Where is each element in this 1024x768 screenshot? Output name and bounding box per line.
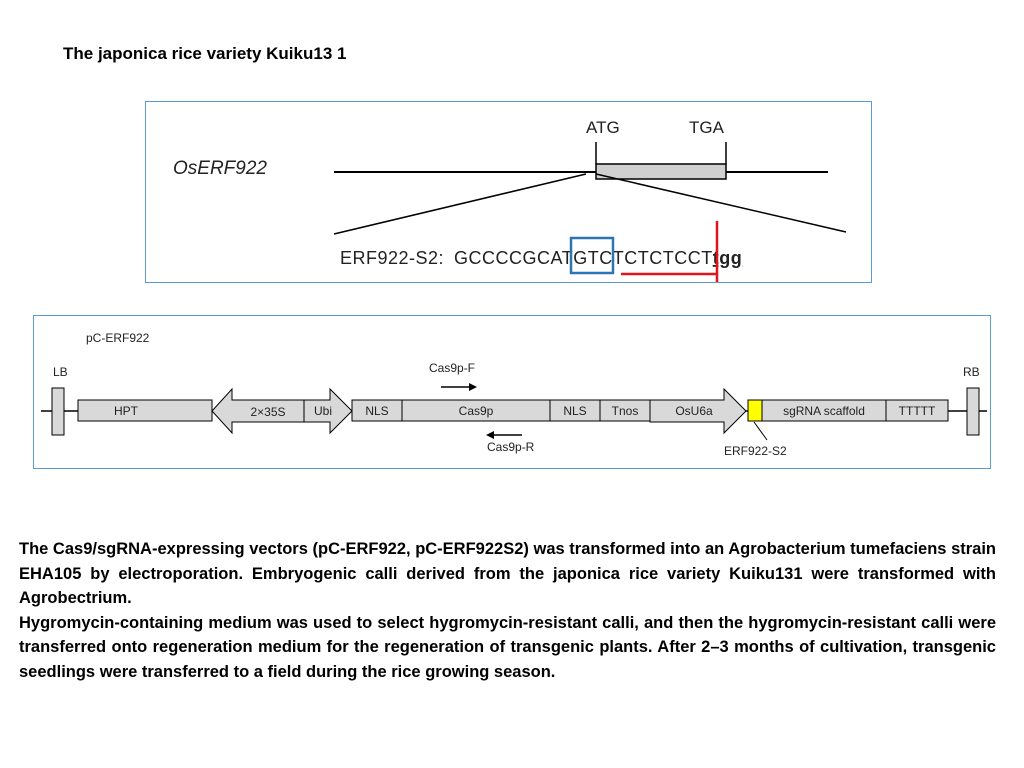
osu6a-promoter-arrow <box>649 387 747 435</box>
page-title: The japonica rice variety Kuiku13 1 <box>63 44 347 63</box>
seq-pam: tgg <box>713 248 742 268</box>
cas9-label: Cas9p <box>459 404 494 418</box>
start-codon-highlight-box <box>569 236 615 275</box>
gene-name-label: OsERF922 <box>173 158 267 179</box>
osu6a-label: OsU6a <box>675 404 713 418</box>
ttttt-label: TTTTT <box>899 404 936 418</box>
primer-f-label: Cas9p-F <box>429 361 475 375</box>
stop-codon-label: TGA <box>689 118 725 137</box>
primer-f-arrow-head <box>469 383 477 391</box>
target-pointer-line <box>753 421 768 441</box>
start-codon-label: ATG <box>586 118 620 137</box>
nls-label-2: NLS <box>563 404 586 418</box>
zoom-line-right <box>595 173 847 233</box>
target-label: ERF922-S2 <box>724 444 787 458</box>
vector-map-panel: pC-ERF922 LB RB HPT 2×35S Ubi NLS Cas9p … <box>33 315 991 469</box>
description-text: The Cas9/sgRNA-expressing vectors (pC-ER… <box>19 537 996 684</box>
rb-label: RB <box>963 365 980 379</box>
ubi-promoter-arrow <box>303 387 353 435</box>
seq-mid: TCTCTCT <box>588 248 674 268</box>
seq-cc: CCT <box>674 248 713 268</box>
target-site-element <box>747 399 763 422</box>
primer-r-arrow-head <box>486 431 494 439</box>
seq-prefix: GCCCCGC <box>454 248 551 268</box>
nls-label-1: NLS <box>365 404 388 418</box>
scaffold-label: sgRNA scaffold <box>783 404 865 418</box>
target-sequence: ERF922-S2: GCCCCGCATGTCTCTCTCCTtgg <box>340 248 742 268</box>
vector-map-diagram: pC-ERF922 LB RB HPT 2×35S Ubi NLS Cas9p … <box>41 331 987 458</box>
left-border <box>51 387 65 436</box>
description-paragraph-1: The Cas9/sgRNA-expressing vectors (pC-ER… <box>19 540 996 607</box>
p35s-label: 2×35S <box>250 405 285 419</box>
seq-boxed: ATG <box>551 248 588 268</box>
ttttt-element <box>885 399 949 422</box>
target-label: ERF922-S2: <box>340 248 444 268</box>
vector-name: pC-ERF922 <box>86 331 150 345</box>
coding-region-box <box>595 163 727 180</box>
description-paragraph-2: Hygromycin-containing medium was used to… <box>19 613 996 681</box>
ubi-label: Ubi <box>314 404 332 418</box>
gene-structure-diagram: OsERF922 ATG TGA ERF922-S2:GCCCCGCATGTCT… <box>173 118 847 282</box>
primer-r-label: Cas9p-R <box>487 440 535 454</box>
lb-label: LB <box>53 365 68 379</box>
right-border <box>966 387 980 436</box>
gene-structure-panel: OsERF922 ATG TGA ERF922-S2:GCCCCGCATGTCT… <box>145 101 872 283</box>
zoom-line-left <box>333 173 587 235</box>
hpt-element <box>77 399 213 422</box>
hpt-label: HPT <box>114 404 139 418</box>
tnos-label: Tnos <box>612 404 639 418</box>
